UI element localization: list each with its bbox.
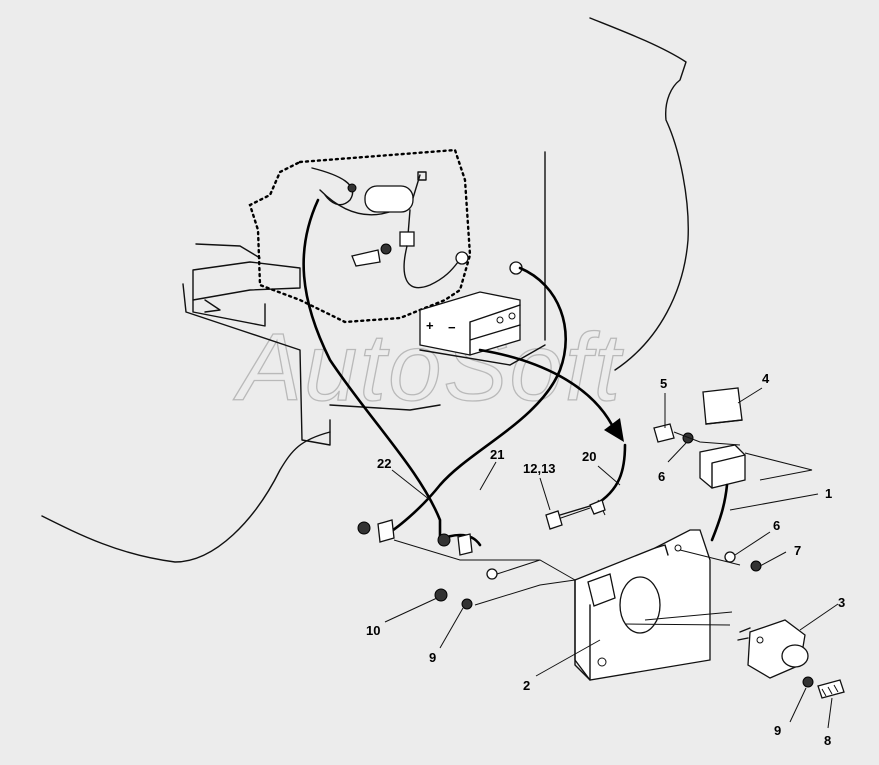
callout-8: 8 <box>824 733 831 748</box>
cable-terminal-icon <box>399 231 415 247</box>
washer-icon <box>380 243 392 255</box>
fuse-holder <box>364 185 414 213</box>
nut-21-icon <box>437 533 451 547</box>
callout-22: 22 <box>377 456 391 471</box>
washer-9-right-icon <box>802 676 814 688</box>
screw-head-icon <box>486 568 498 580</box>
callout-10: 10 <box>366 623 380 638</box>
washer-9-left-icon <box>461 598 473 610</box>
relay-icon <box>699 444 746 489</box>
connector-12-13-icon <box>545 510 563 530</box>
battery-cables <box>311 167 469 289</box>
callout-6-right: 6 <box>773 518 780 533</box>
relay-cap-icon <box>702 387 743 425</box>
callout-21: 21 <box>490 447 504 462</box>
callout-12-13: 12,13 <box>523 461 556 476</box>
vehicle-body-outline <box>41 17 689 563</box>
bracket-hole <box>619 576 661 634</box>
nut-22-icon <box>357 521 371 535</box>
screw-5-icon <box>653 423 675 443</box>
nut-7-icon <box>750 560 762 572</box>
push-switch <box>737 619 809 679</box>
washer-6-top-icon <box>682 432 694 444</box>
callout-1: 1 <box>825 486 832 501</box>
callout-5: 5 <box>660 376 667 391</box>
wire-21 <box>383 266 568 537</box>
nut-10-icon <box>434 588 448 602</box>
callout-2: 2 <box>523 678 530 693</box>
callout-9-right: 9 <box>774 723 781 738</box>
plus-mark: + <box>426 318 434 333</box>
callout-labels: 1 2 3 4 5 6 6 7 8 9 9 10 12,13 20 21 22 <box>366 371 845 748</box>
callout-3: 3 <box>838 595 845 610</box>
washer-6-right-icon <box>724 551 736 563</box>
wire-plug-icon <box>589 499 606 515</box>
terminal-21-icon <box>457 533 473 556</box>
small-fasteners <box>357 423 762 610</box>
ground-terminal-icon <box>455 251 469 265</box>
callout-20: 20 <box>582 449 596 464</box>
leader-lines <box>384 387 839 729</box>
mounting-bracket <box>574 529 741 681</box>
wire-22 <box>302 198 442 542</box>
wire-20 <box>593 443 627 507</box>
callout-4: 4 <box>762 371 770 386</box>
switch-button-icon <box>781 644 809 668</box>
routing-arrow <box>478 348 624 442</box>
minus-mark: − <box>448 320 456 335</box>
connector-block-icon <box>587 573 616 607</box>
callout-7: 7 <box>794 543 801 558</box>
battery-dashed-outline <box>248 148 472 324</box>
terminal-22-icon <box>377 519 395 543</box>
bolt-icon <box>351 249 381 267</box>
arrow-head-icon <box>604 418 624 442</box>
callout-9-left: 9 <box>429 650 436 665</box>
callout-6-top: 6 <box>658 469 665 484</box>
relay-assembly <box>699 387 813 542</box>
battery-terminal-block: + − <box>419 261 546 366</box>
screw-and-washer-right <box>802 676 845 699</box>
screw-icon <box>817 679 845 699</box>
cable-nut-icon <box>347 183 357 193</box>
